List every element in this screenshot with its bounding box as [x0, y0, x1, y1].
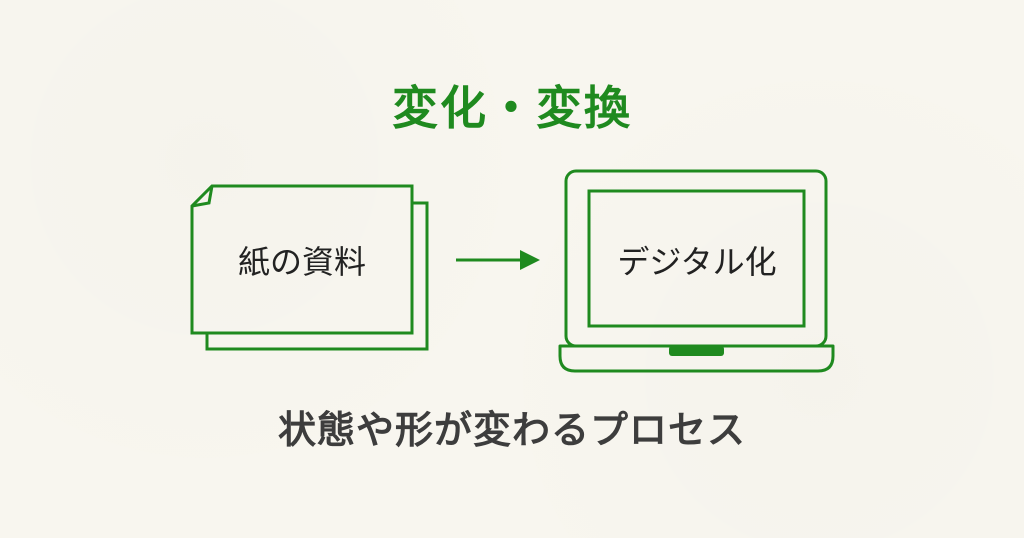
front-sheet [190, 184, 414, 335]
laptop-screen [587, 189, 806, 328]
diagram-title: 変化・変換 [392, 81, 632, 135]
folded-corner [191, 185, 214, 208]
diagram-subtitle: 状態や形が変わるプロセス [277, 408, 746, 452]
laptop-notch [669, 346, 724, 356]
laptop-base [558, 344, 835, 373]
laptop-label: デジタル化 [617, 243, 777, 281]
paper-label: 紙の資料 [237, 243, 366, 281]
back-sheet [205, 201, 429, 351]
document-stack-icon [190, 184, 429, 351]
laptop-icon [558, 169, 835, 373]
arrow-right-icon [456, 250, 540, 270]
